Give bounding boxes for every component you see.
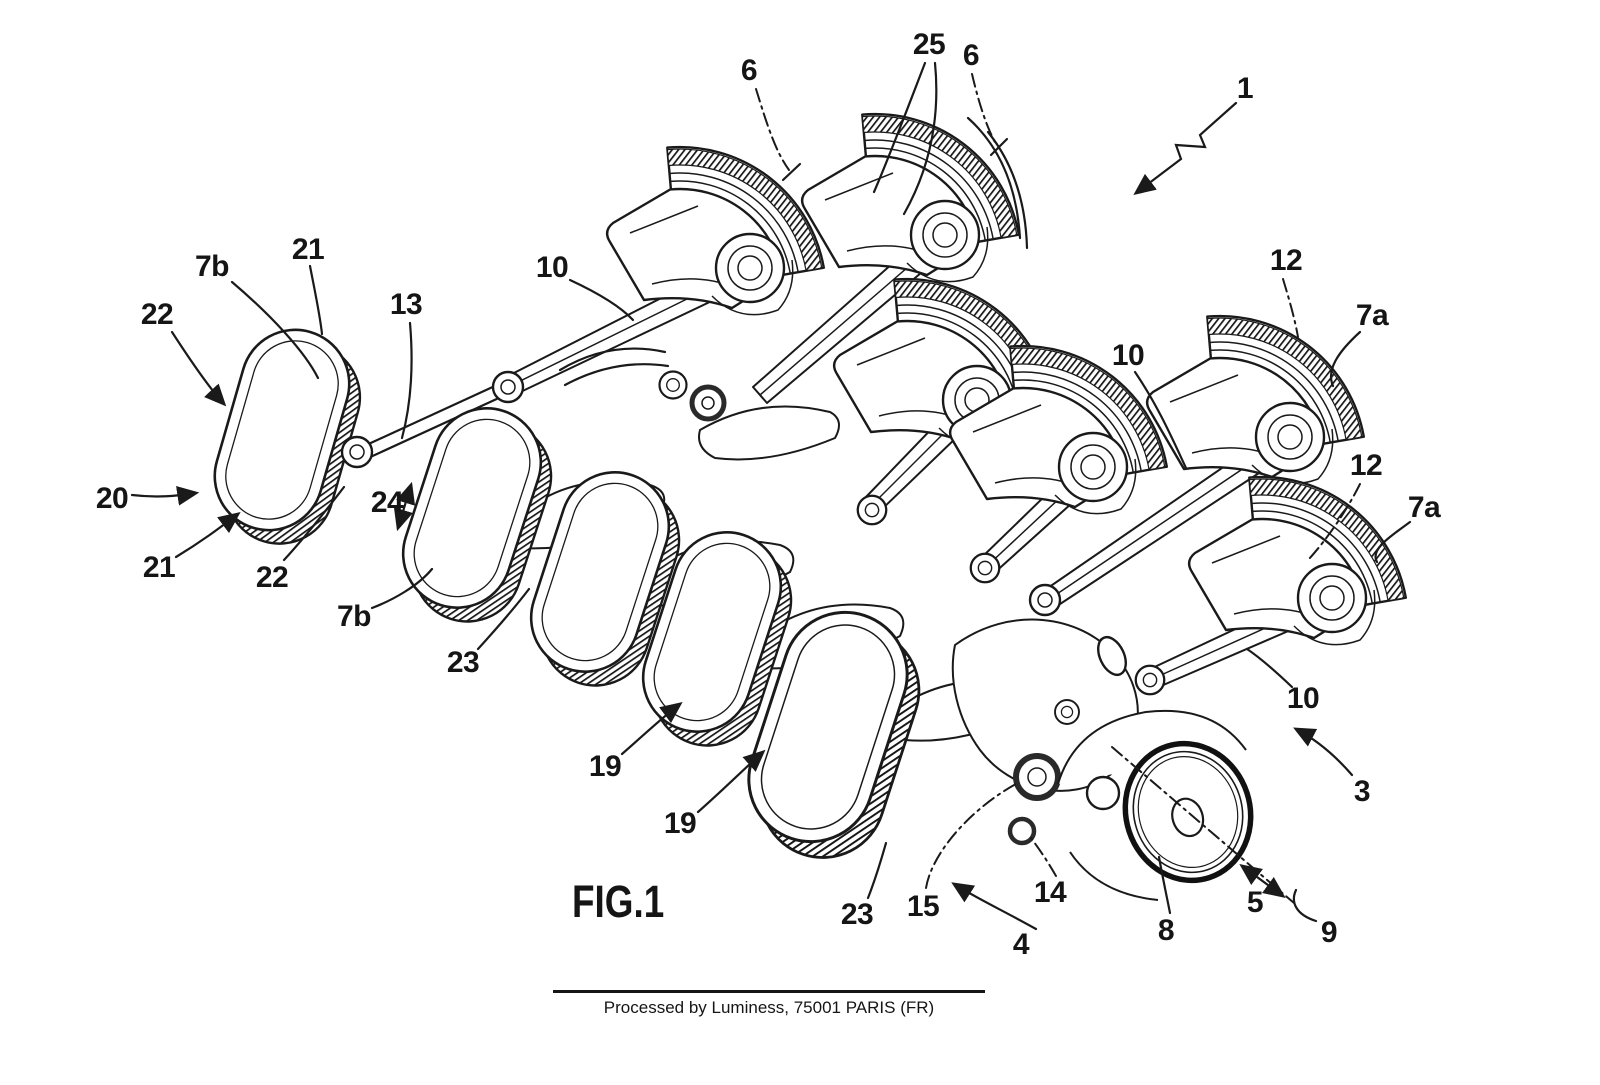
bearing bbox=[856, 494, 888, 526]
ref-label-20: 20 bbox=[95, 482, 129, 515]
ref-label-6: 6 bbox=[962, 39, 980, 72]
ref-label-7b: 7b bbox=[336, 600, 372, 633]
ref-label-3: 3 bbox=[1353, 775, 1371, 808]
flange-hole bbox=[1085, 775, 1121, 811]
ref-label-7b: 7b bbox=[194, 250, 230, 283]
bearing bbox=[689, 384, 727, 422]
bearing bbox=[340, 435, 374, 469]
bearing bbox=[1028, 583, 1062, 617]
ref-label-6: 6 bbox=[740, 54, 758, 87]
ref-label-7a: 7a bbox=[1355, 299, 1389, 332]
bearing bbox=[1134, 664, 1166, 696]
ref-label-14: 14 bbox=[1033, 876, 1067, 909]
piston bbox=[1187, 475, 1408, 646]
crankshaft-assembly bbox=[197, 315, 1295, 904]
ref-label-12: 12 bbox=[1349, 449, 1383, 482]
ref-label-19: 19 bbox=[588, 750, 622, 783]
bearing bbox=[1054, 699, 1080, 725]
bearing bbox=[658, 370, 688, 400]
bearing bbox=[1007, 816, 1037, 846]
ref-label-9: 9 bbox=[1320, 916, 1338, 949]
pistons bbox=[605, 112, 1408, 646]
crankshaft-flange bbox=[1057, 709, 1254, 901]
ref-label-21: 21 bbox=[142, 551, 176, 584]
crank-web bbox=[698, 405, 840, 461]
ref-label-10: 10 bbox=[1286, 682, 1320, 715]
bearing bbox=[491, 370, 525, 404]
hidden-piston-edge bbox=[966, 116, 1029, 250]
ref-label-23: 23 bbox=[840, 898, 874, 931]
ref-label-10: 10 bbox=[1111, 339, 1145, 372]
ref-label-8: 8 bbox=[1157, 914, 1175, 947]
ref-label-15: 15 bbox=[906, 890, 940, 923]
ref-label-7a: 7a bbox=[1407, 491, 1441, 524]
ref-label-22: 22 bbox=[140, 298, 174, 331]
ref-label-10: 10 bbox=[535, 251, 569, 284]
ref-label-4: 4 bbox=[1012, 928, 1030, 961]
ref-label-22: 22 bbox=[255, 561, 289, 594]
counterweight bbox=[197, 315, 377, 558]
footer-rule bbox=[553, 990, 985, 993]
ref-label-5: 5 bbox=[1246, 886, 1264, 919]
ref-label-23: 23 bbox=[446, 646, 480, 679]
leader-lines bbox=[130, 61, 1412, 931]
ref-label-1: 1 bbox=[1236, 72, 1254, 105]
ref-label-24: 24 bbox=[370, 486, 404, 519]
figure-title: FIG.1 bbox=[572, 876, 665, 927]
ref-label-25: 25 bbox=[912, 28, 946, 61]
housing-hole bbox=[1097, 635, 1127, 677]
ref-label-21: 21 bbox=[291, 233, 325, 266]
bearing bbox=[1013, 753, 1061, 801]
ref-label-19: 19 bbox=[663, 807, 697, 840]
footer-processing-note: Processed by Luminess, 75001 PARIS (FR) bbox=[603, 998, 935, 1017]
ref-label-13: 13 bbox=[389, 288, 423, 321]
bearing bbox=[969, 552, 1001, 584]
ref-label-12: 12 bbox=[1269, 244, 1303, 277]
piston bbox=[1145, 314, 1366, 485]
